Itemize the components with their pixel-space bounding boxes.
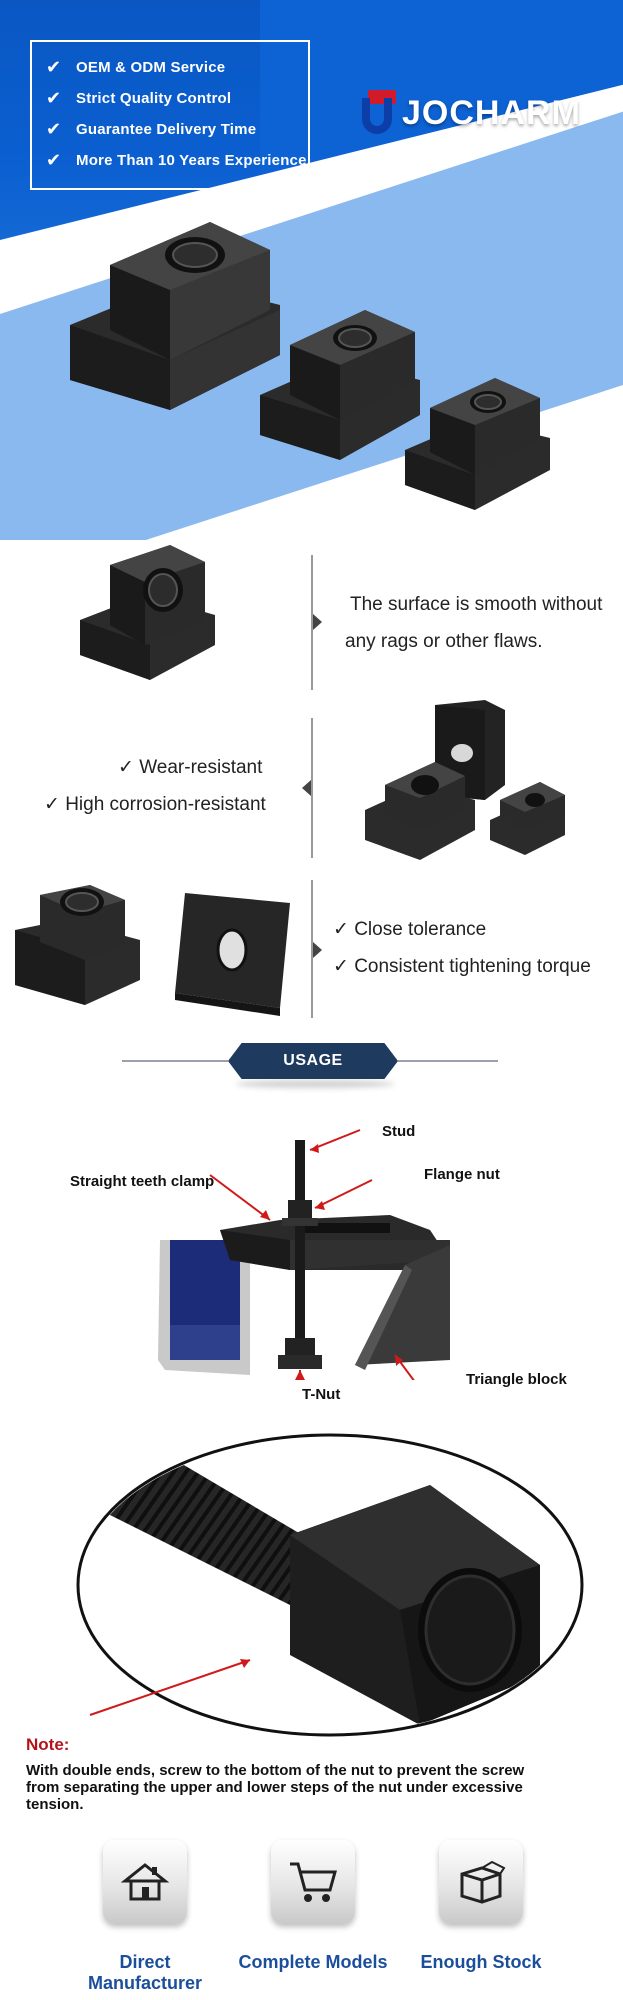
divider-line	[311, 555, 313, 690]
usage-line-left	[122, 1060, 228, 1062]
check-icon: ✔	[46, 88, 62, 108]
check-icon: ✓	[118, 757, 134, 778]
feature-item: ✔ Guarantee Delivery Time	[46, 114, 308, 145]
feature-list-box: ✔ OEM & ODM Service ✔ Strict Quality Contr…	[30, 40, 310, 190]
tightening-torque-text: ✓ Consistent tightening torque	[333, 955, 591, 978]
tnut-large-image	[70, 222, 280, 410]
tolerance-label: Close tolerance	[354, 919, 487, 940]
corrosion-resistant-text: ✓ High corrosion-resistant	[44, 793, 266, 816]
usage-line-right	[398, 1060, 498, 1062]
divider-line	[311, 880, 313, 1018]
feature-label: Strict Quality Control	[76, 90, 232, 107]
surface-text-line2: any rags or other flaws.	[345, 631, 543, 652]
wear-label: Wear-resistant	[139, 757, 263, 778]
wear-resistant-text: ✓ Wear-resistant	[118, 756, 262, 779]
note-text: With double ends, screw to the bottom of…	[26, 1762, 525, 1813]
feature-label: OEM & ODM Service	[76, 59, 226, 76]
tnut-closeup-image	[76, 1433, 584, 1737]
complete-models-item: Complete Models	[228, 1840, 398, 1973]
house-icon	[103, 1840, 187, 1924]
brand-logo: JOCHARM	[362, 90, 581, 136]
feature-item: ✔ More Than 10 Years Experience	[46, 145, 308, 176]
close-tolerance-text: ✓ Close tolerance	[333, 918, 486, 941]
brand-mark-icon	[362, 90, 396, 136]
usage-heading: USAGE	[228, 1043, 398, 1079]
feature-label: More Than 10 Years Experience	[76, 152, 307, 169]
usage-shadow	[235, 1080, 395, 1088]
check-icon: ✔	[46, 119, 62, 139]
check-icon: ✓	[44, 794, 60, 815]
check-icon: ✓	[333, 956, 349, 977]
tnut-small-image	[405, 378, 550, 510]
check-icon: ✔	[46, 150, 62, 170]
torque-label: Consistent tightening torque	[354, 956, 591, 977]
bottom-label: Direct Manufacturer	[87, 1952, 203, 1993]
surface-text-line1: The surface is smooth without	[350, 594, 603, 615]
bottom-label: Enough Stock	[420, 1952, 542, 1972]
divider-line	[311, 718, 313, 858]
tnut-row3-left-image	[15, 885, 140, 1005]
feature-label: Guarantee Delivery Time	[76, 121, 257, 138]
divider-arrow-icon	[313, 942, 322, 958]
tnut-row3-right-image	[175, 893, 290, 1016]
stud-label: Stud	[382, 1123, 416, 1140]
clamp-diagram	[158, 1129, 450, 1380]
check-icon: ✓	[333, 919, 349, 940]
corrosion-label: High corrosion-resistant	[65, 794, 266, 815]
direct-manufacturer-item: Direct Manufacturer	[60, 1840, 230, 1994]
check-icon: ✔	[46, 57, 62, 77]
box-icon	[439, 1840, 523, 1924]
hero-banner: ✔ OEM & ODM Service ✔ Strict Quality Contr…	[0, 0, 623, 540]
tnut-medium-image	[260, 310, 420, 460]
divider-arrow-icon	[313, 614, 322, 630]
feature-item: ✔ OEM & ODM Service	[46, 52, 308, 83]
feature-item: ✔ Strict Quality Control	[46, 83, 308, 114]
triangle-block-label: Triangle block	[466, 1371, 567, 1388]
flange-nut-label: Flange nut	[424, 1166, 500, 1183]
enough-stock-item: Enough Stock	[396, 1840, 566, 1973]
tnut-row1-image	[80, 545, 215, 680]
tnut-label: T-Nut	[302, 1386, 341, 1403]
brand-name: JOCHARM	[402, 93, 581, 132]
divider-arrow-icon	[302, 780, 311, 796]
tnut-group-image	[365, 700, 565, 860]
note-title: Note:	[26, 1735, 70, 1754]
cart-icon	[271, 1840, 355, 1924]
bottom-label: Complete Models	[238, 1952, 388, 1972]
straight-teeth-clamp-label: Straight teeth clamp	[70, 1173, 215, 1190]
